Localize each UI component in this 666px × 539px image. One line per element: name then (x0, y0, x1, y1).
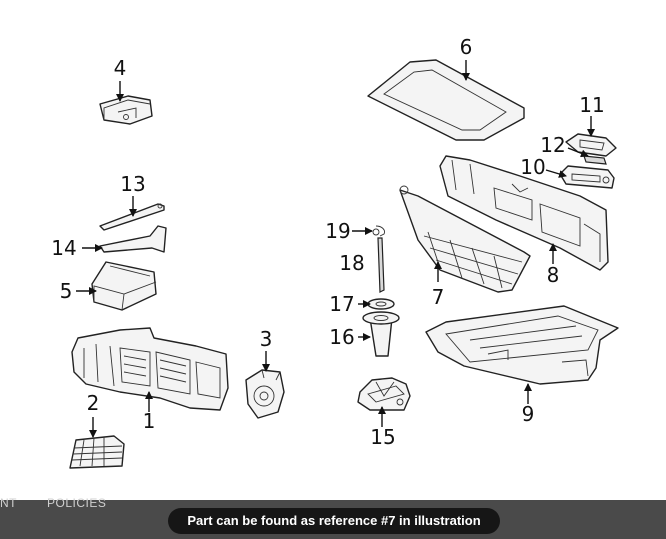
part-14-trim[interactable] (99, 225, 167, 253)
part-17-washer[interactable] (367, 298, 395, 310)
callout-9: 9 (522, 402, 535, 426)
footer-nav-item[interactable]: NT (0, 496, 17, 510)
callout-13: 13 (120, 172, 145, 196)
part-6-floor-mat[interactable] (367, 59, 525, 141)
callout-11: 11 (579, 93, 604, 117)
part-15-jack[interactable] (357, 377, 411, 411)
part-5-cover[interactable] (91, 261, 157, 311)
callout-19: 19 (325, 219, 350, 243)
part-13-rod[interactable] (99, 203, 165, 231)
footer-nav-policies[interactable]: POLICIES (47, 496, 107, 510)
part-7-cargo-net[interactable] (399, 185, 531, 293)
part-4-bracket[interactable] (99, 95, 153, 125)
part-10-latch[interactable] (559, 165, 615, 189)
part-8-back-panel[interactable] (439, 155, 609, 271)
leader-lines (76, 60, 595, 438)
callout-2: 2 (87, 391, 100, 415)
callout-7: 7 (432, 285, 445, 309)
part-19-hook[interactable] (372, 225, 385, 237)
part-12-pin[interactable] (583, 155, 607, 165)
callout-17: 17 (329, 292, 354, 316)
callout-18: 18 (339, 251, 364, 275)
reference-banner: Part can be found as reference #7 in ill… (168, 508, 500, 534)
callout-1: 1 (143, 409, 156, 433)
callout-4: 4 (114, 56, 127, 80)
part-16-spacer[interactable] (362, 311, 400, 357)
part-2-grille[interactable] (69, 435, 125, 469)
part-18-rod[interactable] (377, 237, 385, 293)
callout-16: 16 (329, 325, 354, 349)
part-11-latch-cover[interactable] (565, 133, 617, 157)
part-9-trunk-tray[interactable] (425, 305, 619, 385)
callout-8: 8 (547, 263, 560, 287)
callout-12: 12 (540, 133, 565, 157)
parts-diagram: 1 2 3 4 5 6 7 8 9 10 11 12 13 14 15 16 1… (51, 35, 619, 469)
part-3-round-cover[interactable] (245, 369, 285, 419)
callout-6: 6 (460, 35, 473, 59)
part-1-trim-panel[interactable] (71, 327, 229, 411)
callout-5: 5 (60, 279, 73, 303)
callout-14: 14 (51, 236, 76, 260)
callout-3: 3 (260, 327, 273, 351)
callout-15: 15 (370, 425, 395, 449)
callout-10: 10 (520, 155, 545, 179)
